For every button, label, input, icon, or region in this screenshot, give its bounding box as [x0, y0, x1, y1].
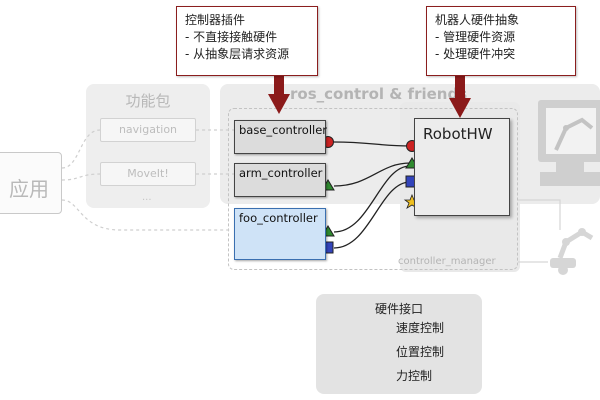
controller-manager-boundary — [228, 108, 518, 270]
callout-left-line-1: - 不直接接触硬件 — [185, 30, 278, 44]
application-label: 应用 — [9, 177, 49, 201]
legend-effort-label: 力控制 — [396, 369, 433, 383]
ros-control-title: ros_control & friends — [290, 85, 468, 103]
controller-manager-label: controller_manager — [398, 256, 496, 267]
wire-base-velocity — [333, 141, 411, 147]
callout-left-title: 控制器插件 — [185, 13, 246, 27]
controller-base: base_controller — [234, 120, 327, 154]
controller-arm: arm_controller — [234, 163, 326, 197]
callout-left-line-2: - 从抽象层请求资源 — [185, 47, 290, 61]
legend-panel — [316, 294, 482, 394]
right-arrow-head — [449, 98, 471, 118]
connector-hw-robot — [518, 199, 561, 230]
connector-app-foo — [61, 199, 230, 231]
package-navigation: navigation — [100, 118, 196, 142]
connector-app-moveit — [61, 173, 101, 181]
wire-foo-effort — [333, 181, 411, 249]
legend-velocity-label: 速度控制 — [396, 321, 445, 335]
wire-foo-position — [333, 165, 411, 233]
callout-right-line-2: - 处理硬件冲突 — [435, 47, 516, 61]
wire-arm-position — [333, 162, 411, 187]
right-arrow-shaft — [455, 76, 465, 100]
robot-hw-label: RobotHW — [423, 125, 493, 143]
callout-right-line-1: - 管理硬件资源 — [435, 30, 516, 44]
callout-robot-hw-abstraction: 机器人硬件抽象 - 管理硬件资源 - 处理硬件冲突 — [426, 6, 576, 76]
package-moveit: MoveIt! — [100, 162, 196, 186]
callout-controller-plugins: 控制器插件 - 不直接接触硬件 - 从抽象层请求资源 — [176, 6, 318, 76]
legend-position-label: 位置控制 — [396, 345, 445, 359]
package-more: ... — [142, 192, 152, 203]
application-box: 应用 — [0, 152, 62, 214]
controller-foo: foo_controller — [234, 208, 326, 260]
connector-app-navigation — [61, 129, 101, 169]
robot-hw-box: RobotHW — [414, 118, 510, 216]
packages-panel — [86, 84, 210, 208]
robot-arm-icon — [550, 228, 594, 275]
left-arrow-head — [268, 94, 290, 114]
left-arrow-shaft — [274, 76, 284, 96]
callout-arrows — [268, 76, 471, 118]
callout-right-title: 机器人硬件抽象 — [435, 13, 520, 27]
packages-title: 功能包 — [125, 92, 171, 110]
robot-arm-monitor-icon — [538, 100, 600, 186]
legend-title: 硬件接口 — [374, 302, 423, 316]
